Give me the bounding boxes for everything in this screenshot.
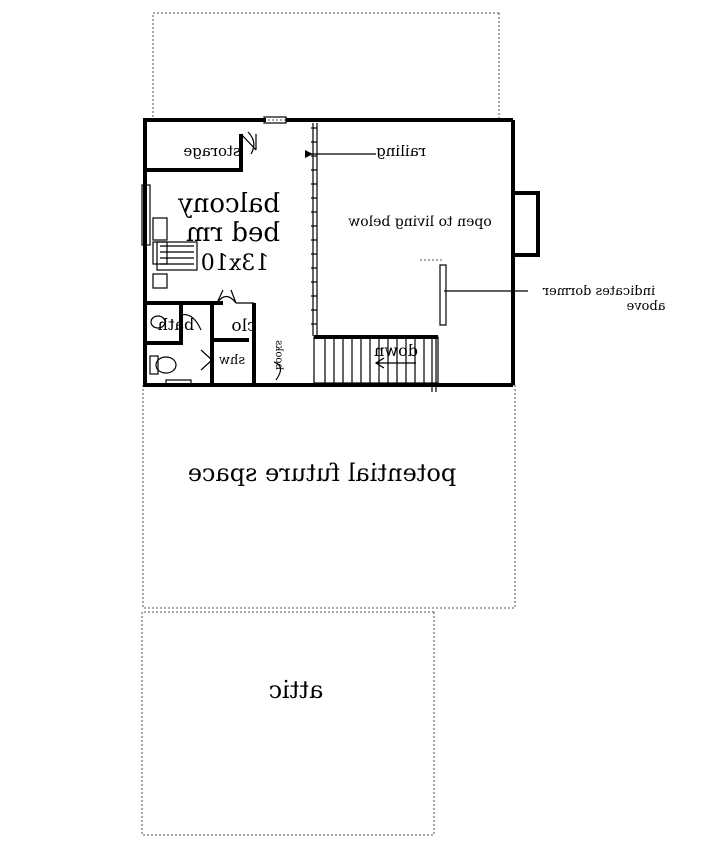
dormer-note-line2: above <box>626 299 665 314</box>
shw-label: shw <box>219 353 245 368</box>
attic-outline <box>141 611 435 836</box>
room-dimensions: 13x10 <box>201 251 269 276</box>
attic-label: attic <box>269 676 324 704</box>
books-label: books <box>273 340 284 370</box>
storage-walls <box>145 134 243 172</box>
dormer-bumpout <box>511 191 540 257</box>
storage-label: storage <box>183 142 240 160</box>
railing <box>312 123 318 336</box>
bath-label: bath <box>158 315 195 334</box>
bed <box>152 217 198 289</box>
railing-label: railing <box>376 142 426 160</box>
labels: storage railing balcony bed rm 13x10 ope… <box>158 142 666 704</box>
clo-label: clo <box>231 316 256 336</box>
toilet <box>155 356 177 374</box>
down-label: down <box>374 341 418 360</box>
dormer-note-line1: indicates dormer <box>542 284 655 299</box>
open-to-living-label: open to living below <box>348 214 492 230</box>
future-space-label: potential future space <box>188 459 456 487</box>
bed-rm-label: bed rm <box>186 218 280 248</box>
sink <box>150 315 166 329</box>
dormer-indicator <box>420 259 528 326</box>
staircase <box>313 335 439 392</box>
plan-mirrored <box>141 12 540 836</box>
upper-roof-outline <box>152 12 500 121</box>
bath-walls <box>145 301 256 385</box>
future-space-outline <box>142 384 516 609</box>
balcony-label: balcony <box>178 189 280 219</box>
